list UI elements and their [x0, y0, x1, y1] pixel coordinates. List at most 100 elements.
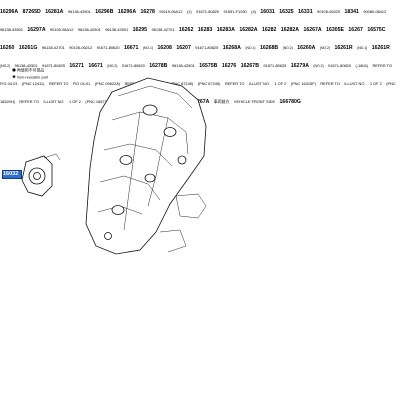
ref-left-3[interactable]: 1 OF 2 — [274, 81, 287, 86]
label-16031[interactable]: 16031 — [260, 9, 275, 15]
ref-top-1[interactable]: REFER TO — [372, 63, 392, 68]
label-91671-80825[interactable]: 91671-80825 — [195, 45, 219, 50]
label-96138-42701[interactable]: 96138-42701 — [151, 27, 175, 32]
label-16261G[interactable]: 16261G — [18, 45, 38, 51]
label-16575C[interactable]: 16575C — [367, 27, 386, 33]
label-16208[interactable]: 16208 — [157, 45, 172, 51]
label-16260A[interactable]: 16260A — [297, 45, 316, 51]
label-96138-42501[interactable]: 96138-42501 — [77, 27, 101, 32]
label-16279A-no: (NO.2) — [313, 64, 324, 68]
label-96138-42501-box2[interactable]: 96138-42501 — [171, 63, 195, 68]
label-16282A[interactable]: 16282A — [239, 27, 258, 33]
ref-top-3[interactable]: (PNC 12411) — [21, 81, 45, 86]
ref-right1-1[interactable]: REFER TO — [48, 81, 69, 86]
label-16281A[interactable]: 16281A — [45, 9, 64, 15]
label-16268B[interactable]: 16268B — [259, 45, 279, 51]
label-16671-no: (NO.1) — [142, 46, 154, 50]
label-16671[interactable]: 16671 — [123, 45, 139, 51]
ref-lm-3[interactable]: 1 OF 2 — [369, 81, 382, 86]
ref-left-4[interactable]: (PNC 16315F) — [290, 81, 316, 86]
label-16283A[interactable]: 16283A — [216, 27, 235, 33]
label-16261R-2[interactable]: 16261R — [371, 45, 390, 51]
label-16297A[interactable]: 16297A — [27, 27, 46, 33]
label-16296B[interactable]: 16296B — [95, 9, 114, 15]
ref-left-2[interactable]: ILLUST NO. — [248, 81, 270, 86]
highlighted-part-box[interactable] — [2, 170, 22, 179]
label-16296A[interactable]: 16296A — [0, 9, 19, 15]
highlighted-part-number[interactable]: 16032 — [3, 171, 19, 177]
vehicle-front-arrow-icon: 車両前方 VEHICLE FRONT SIDE 166780G — [214, 90, 301, 107]
vehicle-front-label-en: VEHICLE FRONT SIDE — [233, 99, 276, 104]
label-16295[interactable]: 16295 — [132, 27, 148, 33]
ref-right1-2[interactable]: FIG 04-01 — [72, 81, 91, 86]
label-16671-box[interactable]: 16671 — [88, 63, 103, 69]
label-87265D[interactable]: 87265D — [22, 9, 41, 15]
label-91671-80820-box[interactable]: 91671-80820 — [121, 63, 145, 68]
ref-left-1[interactable]: REFER TO — [224, 81, 245, 86]
diamond-icon — [12, 75, 16, 79]
label-16262[interactable]: 16262 — [178, 27, 194, 33]
label-16268B-no: (NO.2) — [282, 46, 293, 50]
ref-right3-3[interactable]: (PNC 87245) — [197, 81, 221, 86]
label-16282[interactable]: 16282 — [261, 27, 277, 33]
part-labels: 16296A 87265D 16281A 96138-43501 16296B … — [0, 0, 390, 71]
label-16331[interactable]: 16331 — [298, 9, 313, 15]
label-16268A[interactable]: 16268A — [222, 45, 241, 51]
label-16278B[interactable]: 16278B — [149, 63, 168, 69]
label-91551-qty: (4) — [251, 9, 256, 14]
label-16305E[interactable]: 16305E — [326, 27, 344, 33]
ref-bm-4[interactable]: 16267A — [191, 99, 210, 105]
label-16296A-mid[interactable]: 16296A — [117, 9, 137, 15]
ref-lm-2[interactable]: ILLUST NO. — [344, 81, 366, 86]
label-96138-42701-top[interactable]: 96138-42701 — [41, 45, 65, 50]
ref-bc-3[interactable]: 1 OF 2 — [68, 99, 81, 104]
engine-block — [85, 77, 207, 255]
label-96138-43501-mid[interactable]: 96138-43501 — [0, 27, 23, 32]
ref-bc-1[interactable]: REFER TO — [19, 99, 39, 104]
label-91671-80820[interactable]: 91671-80820 — [196, 9, 220, 14]
label-90105-06212[interactable]: 90105-06212 — [69, 45, 93, 50]
label-16267[interactable]: 16267 — [348, 27, 363, 33]
label-16261R-1[interactable]: 16261R — [334, 45, 353, 51]
label-16282A-b[interactable]: 16282A — [280, 27, 299, 33]
ref-lm-4[interactable]: (PNC 16520H) — [0, 81, 396, 104]
label-16279A[interactable]: 16279A — [290, 63, 309, 69]
vehicle-front-label-jp: 車両前方 — [213, 99, 230, 104]
legend: 再使用不可部品 Non-reusable part — [12, 68, 49, 80]
label-16278[interactable]: 16278 — [140, 9, 155, 15]
ref-right1-3[interactable]: (PNC 09622A) — [94, 81, 121, 86]
bullet-icon — [12, 68, 16, 72]
ref-bc-4[interactable]: (PNC 16571G) — [85, 99, 112, 104]
label-91671-80820-r[interactable]: 91671-80820 — [328, 63, 351, 68]
ref-right2-3[interactable]: (PNC 87245) — [170, 81, 194, 86]
label-16260A-no: (NO.2) — [319, 46, 331, 50]
label-91551[interactable]: 91551-F1030 — [223, 9, 247, 14]
label-16260[interactable]: 16260 — [0, 45, 15, 51]
label-16267B[interactable]: 16267B — [240, 63, 259, 69]
ref-bc-2[interactable]: ILLUST NO. — [43, 99, 65, 104]
label-16575B[interactable]: 16575B — [199, 63, 218, 69]
label-16325[interactable]: 16325 — [279, 9, 294, 15]
ref-top-2[interactable]: FIG 04-01 — [0, 81, 18, 86]
label-96138-43501[interactable]: 96138-43501 — [67, 9, 91, 14]
label-91671-80625[interactable]: 91671-80625 — [263, 63, 287, 68]
diagram-id: 166780G — [279, 99, 301, 105]
label-90105-06329[interactable]: 90105-06329 — [317, 9, 340, 14]
label-90105-06A12[interactable]: 90105-06A12 — [50, 27, 74, 32]
label-96138-42501-b[interactable]: 96138-42501 — [105, 27, 129, 32]
legend-diamond-text: Non-reusable part — [17, 75, 49, 80]
label-16261R-2-no: (NO.2) — [0, 64, 11, 68]
label-90080-06412[interactable]: 90080-06412 — [363, 9, 387, 14]
label-16271[interactable]: 16271 — [69, 63, 84, 69]
label-90119[interactable]: 90119-06A12 — [159, 9, 183, 14]
label-96138-42501-box[interactable]: 96138-42501 — [14, 63, 38, 68]
label-16267A[interactable]: 16267A — [303, 27, 322, 33]
label-16207[interactable]: 16207 — [176, 45, 191, 51]
label-16276[interactable]: 16276 — [221, 63, 237, 69]
label-91671-80620[interactable]: 91671-80620 — [96, 45, 120, 50]
label-91671-80825-box[interactable]: 91671-80825 — [42, 63, 65, 68]
ref-lm-1[interactable]: REFER TO — [320, 81, 340, 86]
label-18341[interactable]: 18341 — [344, 9, 359, 15]
label-16283[interactable]: 16283 — [197, 27, 213, 33]
